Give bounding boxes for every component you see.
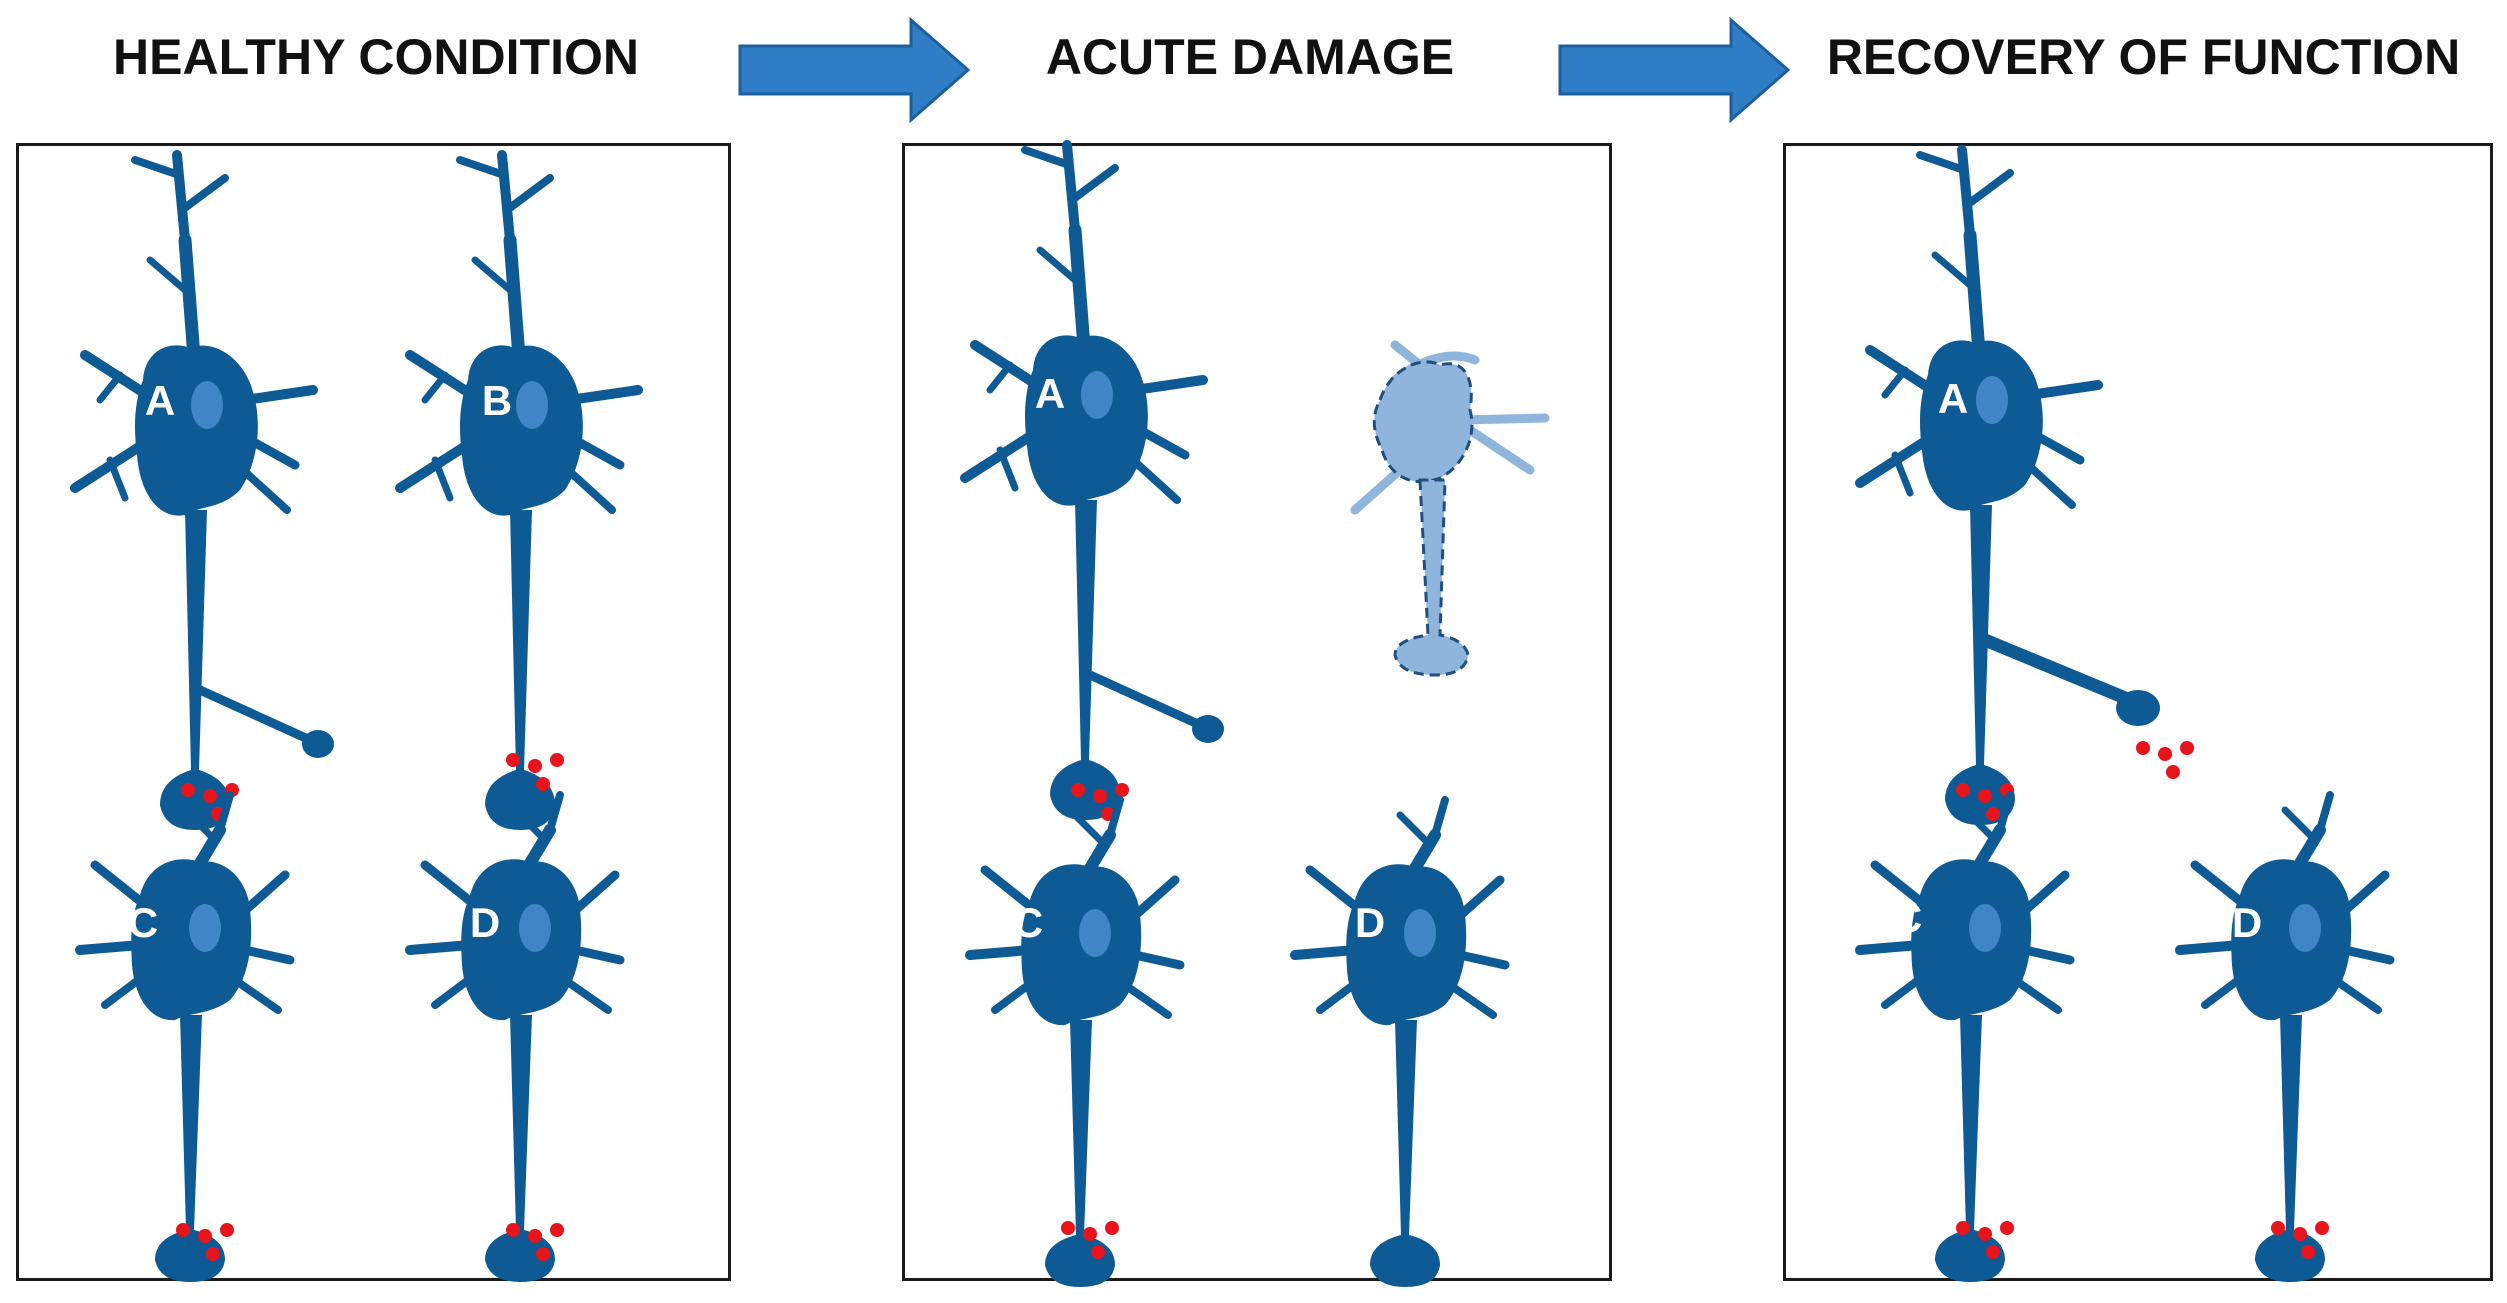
neuron-d — [2180, 795, 2390, 1282]
stage-title-acute-damage: ACUTE DAMAGE — [1045, 29, 1455, 85]
neuron-a — [75, 155, 334, 830]
neuron-label: A — [1938, 375, 1968, 422]
neuron-label: B — [482, 377, 512, 424]
neuron-label: D — [1355, 899, 1385, 946]
neuron-label: A — [1035, 370, 1065, 417]
vesicles — [2136, 741, 2194, 779]
neuron-label: A — [145, 377, 175, 424]
neuron-a — [1860, 150, 2160, 825]
arrow-icon — [738, 16, 971, 124]
neuron-d — [1295, 800, 1505, 1287]
neuron-b — [400, 155, 638, 830]
neuron-c — [80, 795, 290, 1282]
neuron-label: C — [1013, 899, 1043, 946]
neuron-c — [1860, 795, 2070, 1282]
damaged-neuron-b — [1350, 340, 1550, 677]
stage-title-recovery: RECOVERY OF FUNCTION — [1826, 29, 2461, 85]
panel-acute-damage — [902, 143, 1612, 1281]
panel-healthy-condition — [16, 143, 731, 1281]
neuron-label: C — [128, 899, 158, 946]
neuron-label: D — [2232, 899, 2262, 946]
neuron-d — [410, 795, 620, 1282]
neuron-a — [965, 145, 1224, 820]
neuron-label: C — [1892, 894, 1922, 941]
neuron-label: D — [470, 899, 500, 946]
stage-title-healthy: HEALTHY CONDITION — [113, 29, 639, 85]
arrow-icon — [1558, 16, 1791, 124]
neuron-c — [970, 800, 1180, 1287]
